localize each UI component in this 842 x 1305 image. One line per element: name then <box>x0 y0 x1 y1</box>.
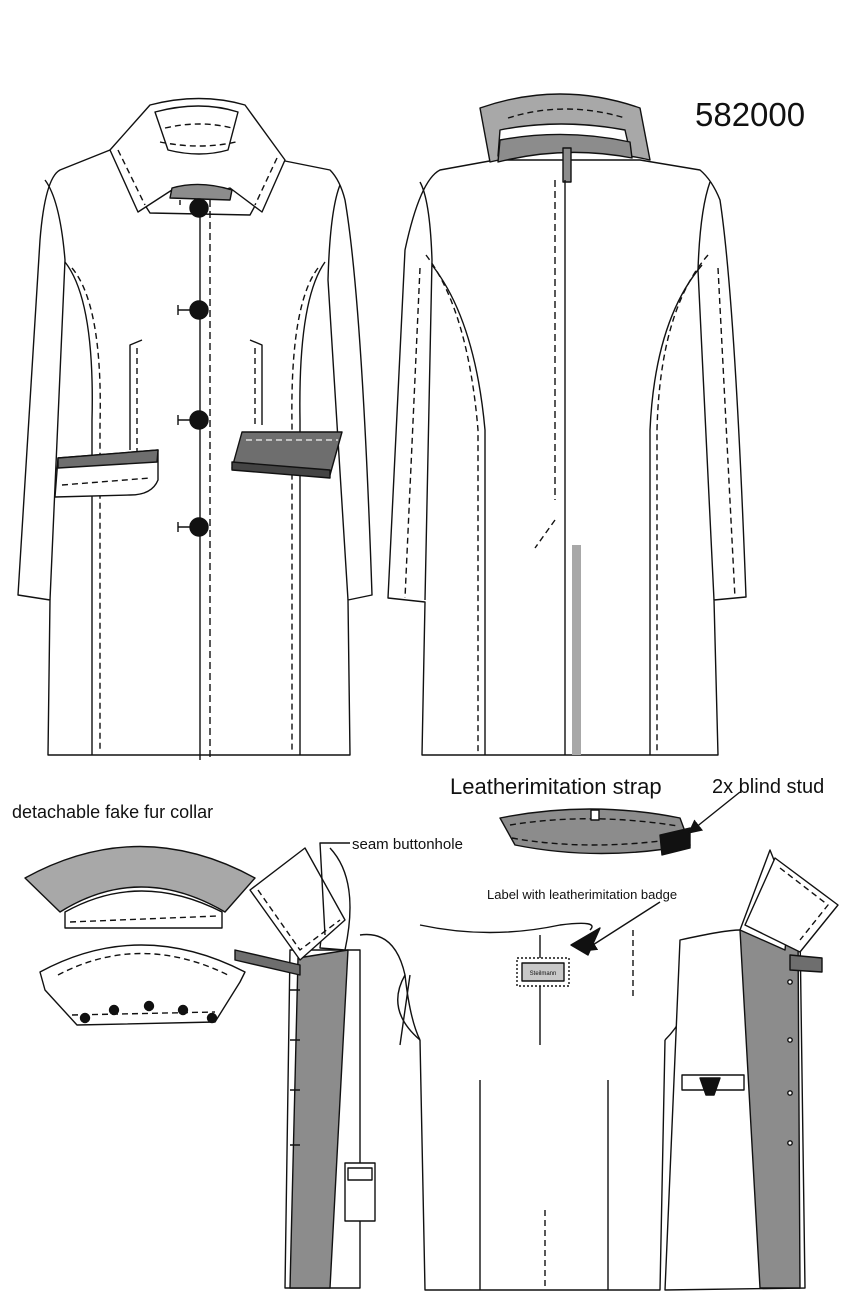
seam-buttonhole-label: seam buttonhole <box>352 836 463 853</box>
seam-buttonhole-leader <box>319 842 350 936</box>
button-icon <box>189 198 209 537</box>
strap-label: Leatherimitation strap <box>450 774 662 799</box>
model-number: 582000 <box>695 96 806 133</box>
label-badge-caption: Label with leatherimitation badge <box>487 887 678 902</box>
fur-collar-label: detachable fake fur collar <box>12 802 214 822</box>
front-left-sleeve <box>44 179 66 601</box>
stud-leader-line <box>687 791 741 834</box>
coat-inside-view <box>234 847 839 1291</box>
leather-strap-detail <box>499 791 741 856</box>
coat-back-view <box>387 93 747 756</box>
badge-leader-arrow <box>582 901 661 952</box>
front-right-sleeve <box>327 184 349 601</box>
badge-text: Steilmann <box>530 971 557 977</box>
blind-stud-label: 2x blind stud <box>712 776 825 798</box>
coat-front-view <box>17 97 373 760</box>
front-coat-body <box>17 149 373 756</box>
fur-collar-detail <box>24 845 256 1026</box>
arrow-icon <box>570 927 601 956</box>
snap-icon <box>79 1000 218 1024</box>
back-coat-body <box>387 159 747 756</box>
